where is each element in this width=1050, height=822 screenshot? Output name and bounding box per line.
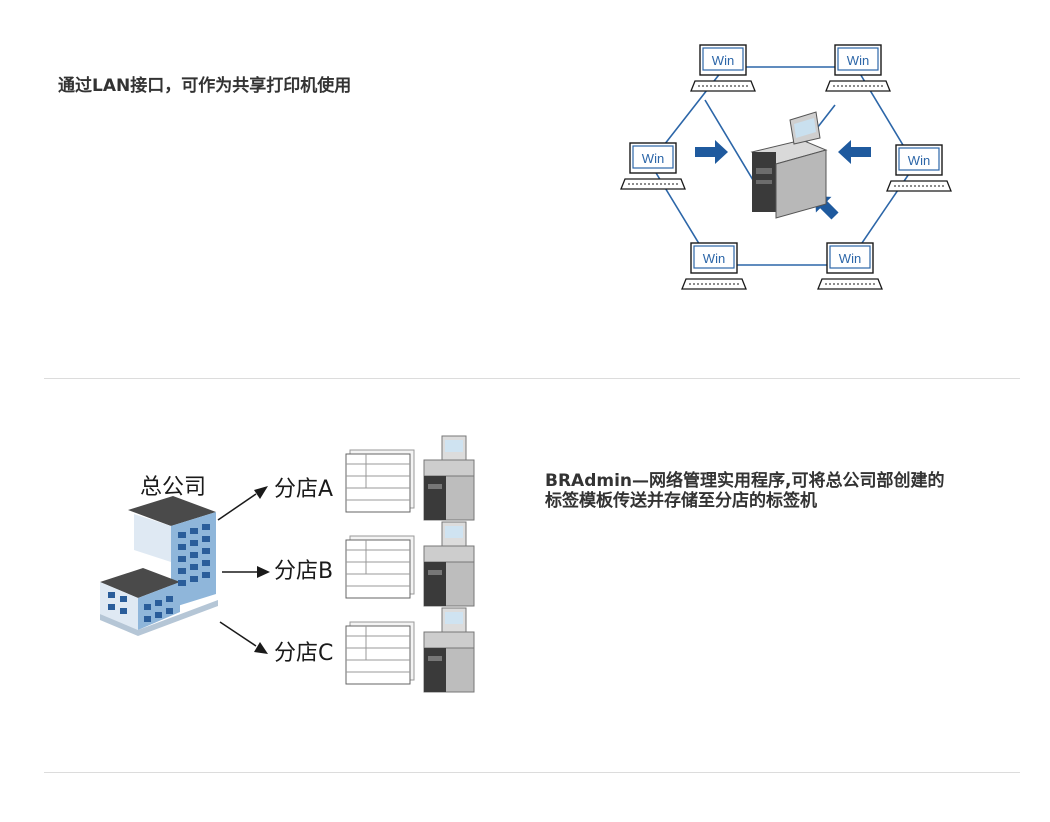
label-printer-icon [424,436,474,520]
section2-caption-line1: BRAdmin—网络管理实用程序,可将总公司部创建的 [545,471,944,491]
computer-top-left: Win [691,45,755,91]
distribution-arrows [218,486,270,654]
branch-label-a: 分店A [274,477,333,502]
computer-label: Win [839,251,861,266]
arrow-left-icon [838,140,871,164]
shared-printer-network-diagram: Win Win Win Win Win Win [615,40,955,310]
computer-bottom-left: Win [682,243,746,289]
bradmin-distribution-diagram: 总公司 分店A 分店B 分店C [98,432,498,702]
section2-caption-line2: 标签模板传送并存储至分店的标签机 [545,491,944,511]
computer-mid-right: Win [887,145,951,191]
computer-mid-left: Win [621,143,685,189]
label-printer-icon [424,608,474,692]
label-printer [752,112,826,218]
computer-bottom-right: Win [818,243,882,289]
label-template-icon [346,622,414,684]
branch-label-c: 分店C [274,641,333,666]
arrow-right-icon [695,140,728,164]
section-divider-bottom [44,772,1020,773]
computer-top-right: Win [826,45,890,91]
label-template-icon [346,450,414,512]
computer-label: Win [703,251,725,266]
section2-caption: BRAdmin—网络管理实用程序,可将总公司部创建的 标签模板传送并存储至分店的… [545,471,944,511]
branch-label-b: 分店B [274,559,333,584]
section-divider-top [44,378,1020,379]
headquarters-building-icon [100,496,218,636]
section1-caption: 通过LAN接口，可作为共享打印机使用 [58,76,351,96]
computer-label: Win [712,53,734,68]
computer-label: Win [847,53,869,68]
label-printer-icon [424,522,474,606]
label-template-icon [346,536,414,598]
computer-label: Win [642,151,664,166]
computer-label: Win [908,153,930,168]
